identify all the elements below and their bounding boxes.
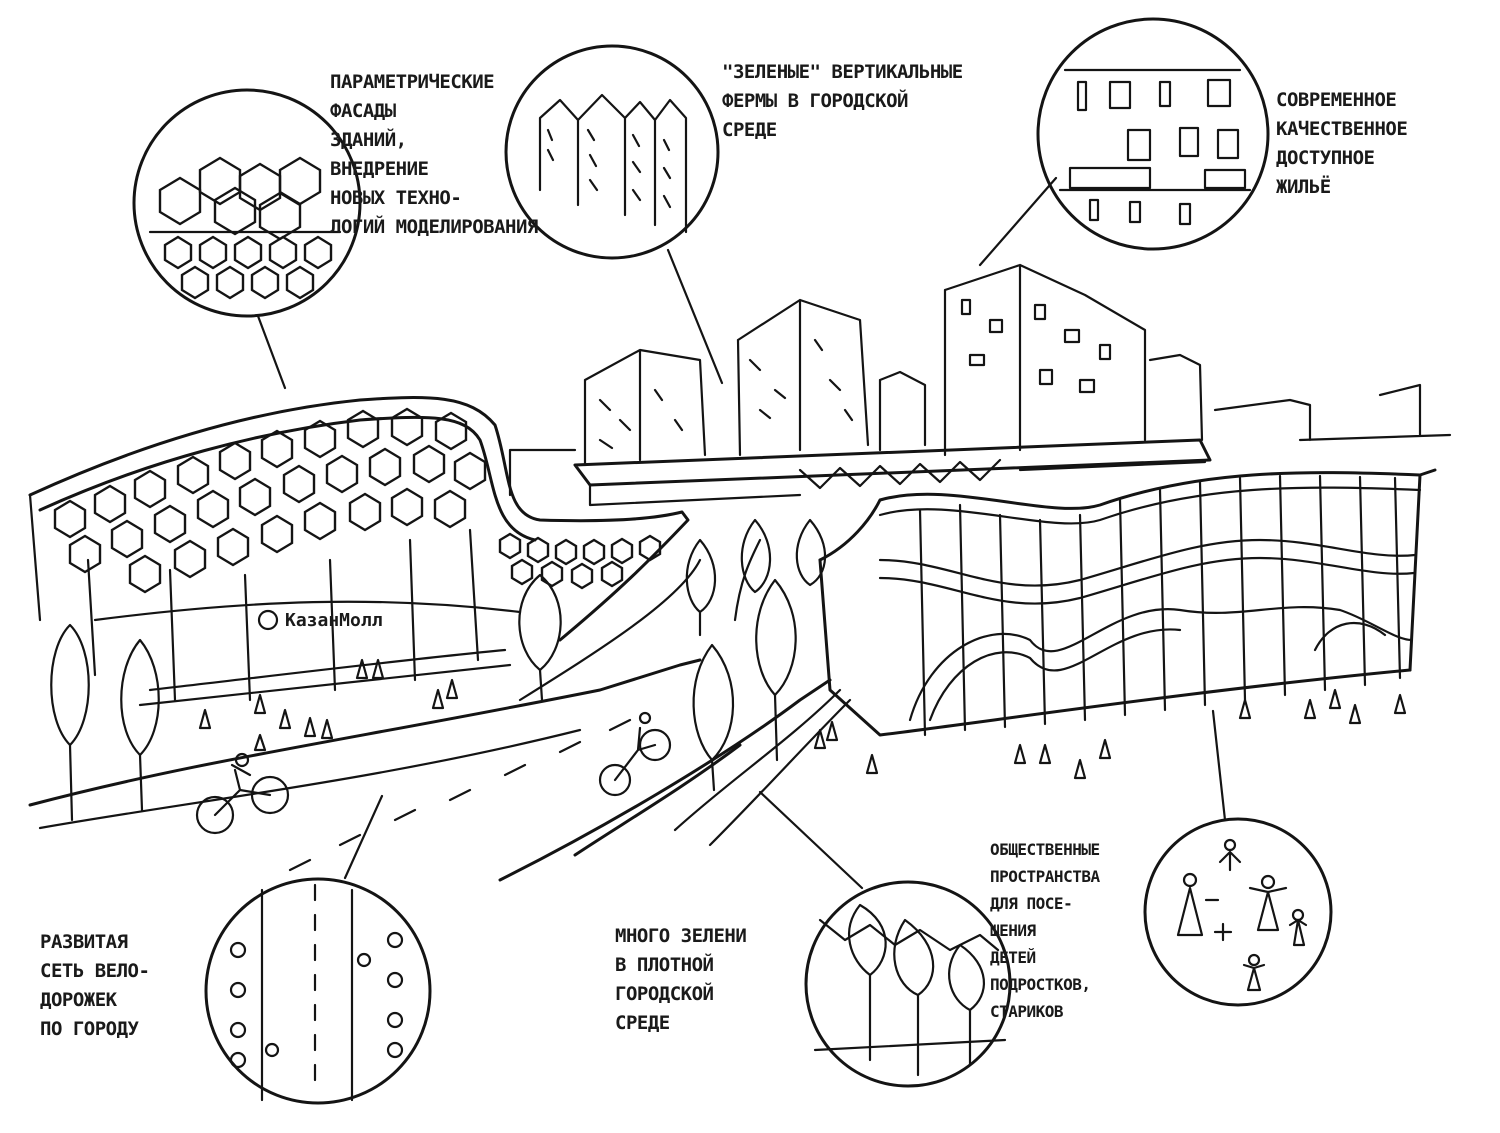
mall-sign: КазанМолл <box>285 610 383 631</box>
callout-circle-greenery <box>804 880 1012 1088</box>
callout-circle-green-vertical <box>504 44 720 260</box>
callout-circle-parametric <box>132 88 362 318</box>
mall-logo: КазанМолл <box>257 609 383 631</box>
callout-public-spaces: ОБЩЕСТВЕННЫЕ ПРОСТРАНСТВА ДЛЯ ПОСЕ- ЩЕНИ… <box>990 840 1100 1021</box>
callout-circle-public-spaces <box>1143 817 1333 1007</box>
person-icon <box>198 658 1407 780</box>
callout-green-vertical-farms: "ЗЕЛЕНЫЕ" ВЕРТИКАЛЬНЫЕ ФЕРМЫ В ГОРОДСКОЙ… <box>722 61 963 141</box>
circle-k-icon <box>257 609 279 631</box>
callout-greenery: МНОГО ЗЕЛЕНИ В ПЛОТНОЙ ГОРОДСКОЙ СРЕДЕ <box>615 925 747 1034</box>
callout-parametric-facades: ПАРАМЕТРИЧЕСКИЕ ФАСАДЫ ЗДАНИЙ, ВНЕДРЕНИЕ… <box>330 71 538 238</box>
cyclist-icon <box>195 711 672 835</box>
mall-building: КазанМолл <box>28 396 690 707</box>
tree-icon <box>50 518 827 822</box>
person-icon <box>1176 838 1308 992</box>
callout-circle-housing <box>1036 17 1270 251</box>
residential-platform <box>508 263 1452 507</box>
hex-facade <box>53 407 662 594</box>
callout-affordable-housing: СОВРЕМЕННОЕ КАЧЕСТВЕННОЕ ДОСТУПНОЕ ЖИЛЬЁ <box>1276 89 1408 198</box>
wave-building <box>818 468 1437 737</box>
callout-circle-bike-network <box>204 877 432 1105</box>
callout-bike-network: РАЗВИТАЯ СЕТЬ ВЕЛО- ДОРОЖЕК ПО ГОРОДУ <box>40 931 150 1040</box>
leader-lines <box>256 176 1227 890</box>
roads <box>28 538 852 882</box>
